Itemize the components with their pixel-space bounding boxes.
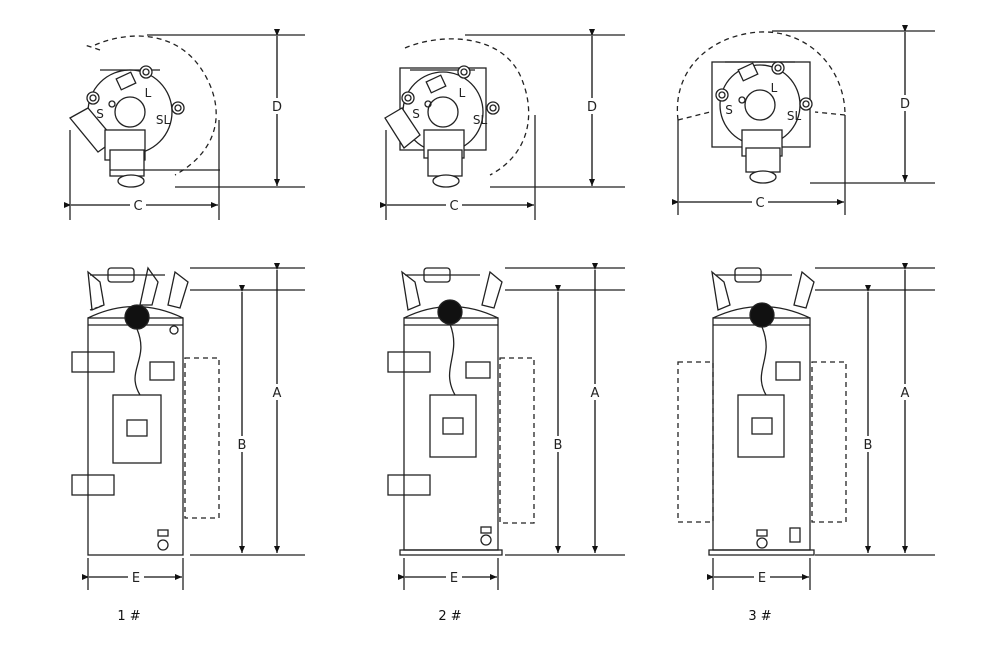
dim-a-label-3: A <box>901 386 910 401</box>
variant-caption-1: 1 # <box>117 609 140 624</box>
dim-b-label-1: B <box>238 438 247 453</box>
dim-d-label-1: D <box>272 100 282 115</box>
top-view-1 <box>69 34 305 220</box>
bushing-s-label-1: S <box>96 107 104 121</box>
dim-e-label-3: E <box>758 571 766 586</box>
bushing-sl-label-1: SL <box>156 113 171 127</box>
dim-c-label-3: C <box>755 196 764 211</box>
variant-caption-3: 3 # <box>748 609 771 624</box>
front-view-2 <box>387 267 625 590</box>
front-view-1 <box>71 266 305 590</box>
gauge-icon-3 <box>749 302 775 328</box>
dim-c-label-1: C <box>133 199 142 214</box>
gauge-icon-2 <box>437 299 463 325</box>
gauge-icon-1 <box>124 304 150 330</box>
top-view-3 <box>676 30 935 215</box>
dim-c-label-2: C <box>449 199 458 214</box>
bushing-l-label-2: L <box>459 86 466 100</box>
dim-e-label-2: E <box>450 571 458 586</box>
top-view-2 <box>384 34 625 220</box>
bushing-sl-label-2: SL <box>473 113 488 127</box>
dim-a-label-2: A <box>591 386 600 401</box>
variant-caption-2: 2 # <box>438 609 461 624</box>
dim-b-label-2: B <box>554 438 563 453</box>
bushing-sl-label-3: SL <box>787 109 802 123</box>
dim-b-label-3: B <box>864 438 873 453</box>
bushing-s-label-2: S <box>412 107 420 121</box>
front-view-3 <box>677 267 935 590</box>
bushing-l-label-1: L <box>145 86 152 100</box>
bushing-l-label-3: L <box>771 81 778 95</box>
dim-d-label-3: D <box>900 97 910 112</box>
bushing-s-label-3: S <box>725 103 733 117</box>
dim-e-label-1: E <box>132 571 140 586</box>
dim-d-label-2: D <box>587 100 597 115</box>
dim-a-label-1: A <box>273 386 282 401</box>
